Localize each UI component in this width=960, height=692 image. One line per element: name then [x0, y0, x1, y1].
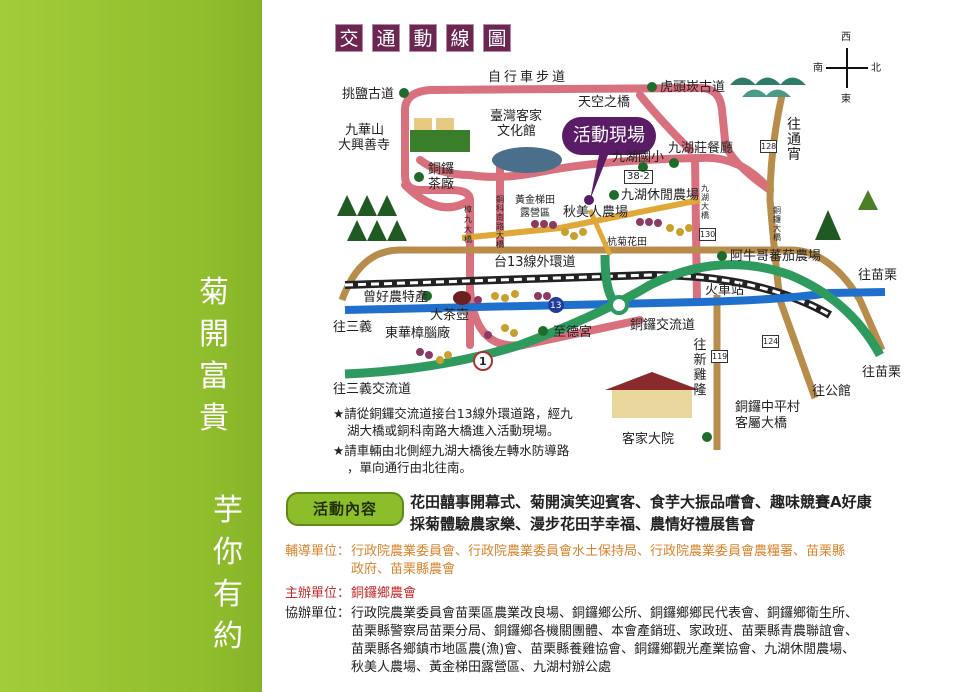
- note-line: ，單向通行由北往南。: [347, 460, 473, 475]
- label-tongluo-bridge: 銅鑼大橋: [773, 206, 781, 242]
- venue-marker[interactable]: 活動現場: [562, 117, 656, 155]
- label-to-sanyi-ic: 往三義交流道: [333, 382, 412, 397]
- route-1: 1: [479, 355, 487, 368]
- farm-road: [461, 197, 701, 241]
- route-130: 130: [699, 228, 717, 241]
- co-text: 行政院農業委員會苗栗區農業改良場、銅鑼鄉公所、銅鑼鄉鄉民代表會、銅鑼鄉衛生所、: [351, 606, 859, 621]
- slogan-line1: 菊開富貴: [199, 275, 229, 436]
- label-hakka-courtyard: 客家大院: [622, 432, 675, 447]
- label-sky-bridge: 天空之橋: [578, 95, 631, 110]
- label-jiuhu-restaurant: 九湖莊餐廳: [668, 141, 734, 156]
- interchange-icon: [609, 295, 629, 315]
- co-organizer-units: 協辦單位：行政院農業委員會苗栗區農業改良場、銅鑼鄉公所、銅鑼鄉鄉民代表會、銅鑼鄉…: [285, 605, 931, 677]
- poi-dot-icons: [399, 82, 727, 442]
- label-jiuhu-bridge: 九湖大橋: [701, 184, 709, 220]
- label-temple: 至德宮: [553, 325, 593, 340]
- label-zhongping: 銅鑼中平村: [735, 400, 801, 415]
- note-line: ★請車輛由北側經九湖大橋後左轉水防導路: [333, 443, 570, 458]
- route-128: 128: [760, 140, 778, 153]
- label-tomato-farm: 阿牛哥蕃茄農場: [730, 249, 822, 264]
- route-map: [337, 48, 886, 450]
- flower-field-icons: [416, 218, 693, 364]
- label-zhangjiu-bridge: 樟九大橋: [464, 205, 472, 244]
- label-tongke-bridge: 銅科南路大橋: [496, 195, 504, 249]
- label-tiaoyan: 挑鹽古道: [342, 87, 395, 102]
- advisor-text: 行政院農業委員會、行政院農業委員會水土保持局、行政院農業委員會農糧署、苗栗縣: [351, 544, 846, 559]
- advisor-text: 政府、苗栗縣農會: [351, 562, 456, 577]
- label-zhongping: 客屬大橋: [735, 416, 788, 431]
- label-tea-factory: 茶廠: [428, 177, 455, 192]
- label-to-miaoli-2: 往苗栗: [862, 365, 902, 380]
- label-jiuhu-farm: 九湖休閒農場: [621, 188, 700, 203]
- label-camphor: 東華樟腦廠: [385, 326, 451, 341]
- co-text: 苗栗縣各鄉鎮市地區農(漁)會、苗栗縣養雞協會、銅鑼鄉觀光產業協會、九湖休閒農場、: [351, 642, 856, 657]
- compass-south: 南: [813, 63, 823, 74]
- note-line: ★請從銅鑼交流道接台13線外環道路，經九: [333, 406, 573, 421]
- advisor-units: 輔導單位：行政院農業委員會、行政院農業委員會水土保持局、行政院農業委員會農糧署、…: [285, 543, 931, 579]
- label-teapot: 大茶壺: [430, 308, 470, 323]
- title-char: 動: [409, 24, 437, 52]
- activities-line: 採菊體驗農家樂、漫步花田芋幸福、農情好禮展售會: [410, 515, 756, 533]
- label-to-sanyi: 往三義: [333, 320, 373, 335]
- label-terrace-camp: 黃金梯田: [515, 195, 555, 206]
- route-119: 119: [711, 350, 729, 363]
- building-icons: [410, 118, 700, 418]
- compass-north: 北: [871, 63, 881, 74]
- advisor-label: 輔導單位：: [285, 544, 351, 559]
- title-char: 圖: [483, 24, 511, 52]
- county-roads: [338, 94, 886, 450]
- label-hutoukan: 虎頭崁古道: [660, 80, 726, 95]
- co-label: 協辦單位：: [285, 606, 351, 621]
- title-char: 交: [335, 24, 363, 52]
- side-panel: 菊開富貴 芋你有約: [0, 0, 262, 692]
- label-zenghao: 曾好農特產: [363, 290, 429, 305]
- title-char: 線: [446, 24, 474, 52]
- route-38-2: 38-2: [624, 170, 653, 184]
- local-roads: [401, 83, 774, 354]
- note-line: 湖大橋或銅科南路大橋進入活動現場。: [347, 423, 560, 438]
- activities-badge: 活動內容: [286, 492, 404, 526]
- label-bike-path: 自行車步道: [488, 70, 569, 85]
- compass-west: 西: [841, 32, 851, 43]
- label-to-tongxiao: 往通宵: [787, 117, 801, 163]
- co-text: 秋美人農場、黃金梯田露營區、九湖村辦公處: [351, 660, 612, 675]
- label-hakka-museum: 文化館: [497, 124, 537, 139]
- label-chrysanthemum: 杭菊花田: [607, 237, 647, 248]
- label-station: 火車站: [705, 283, 745, 298]
- route-124: 124: [762, 335, 780, 348]
- label-tongluo-ic: 銅鑼交流道: [630, 318, 696, 333]
- venue-pointer: [590, 150, 610, 200]
- route-1-icon: [473, 351, 493, 371]
- label-to-miaoli: 往苗栗: [858, 268, 898, 283]
- label-hakka-museum: 臺灣客家: [490, 109, 543, 124]
- slogan-line2: 芋你有約: [213, 493, 243, 654]
- tree-icons: [337, 190, 878, 241]
- co-text: 苗栗縣警察局苗栗分局、銅鑼鄉各機關團體、本會產銷班、家政班、苗栗縣青農聯誼會、: [351, 624, 859, 639]
- route-13: 13: [550, 301, 562, 311]
- label-jiuhuashan: 九華山: [345, 123, 385, 138]
- compass-east: 東: [841, 94, 851, 105]
- label-to-xinjilong: 往新雞隆: [693, 338, 707, 398]
- mountain-icons: [730, 77, 806, 97]
- label-tai13: 台13線外環道: [494, 255, 576, 270]
- label-jiuhuashan: 大興善寺: [338, 138, 391, 153]
- label-tea-factory: 銅鑼: [428, 162, 455, 177]
- organizer-label: 主辦單位：: [285, 586, 351, 601]
- compass-icon: [826, 48, 868, 88]
- organizer-text: 銅鑼鄉農會: [351, 586, 417, 601]
- label-jiuhu-school: 九湖國小: [612, 150, 665, 165]
- route-13-icon: [548, 297, 564, 313]
- label-terrace-camp: 露營區: [520, 208, 550, 219]
- activities-line: 花田囍事開幕式、菊開演笑迎賓客、食芋大振品嚐會、趣味競賽A好康: [410, 493, 872, 511]
- label-to-gongguan: 往公館: [812, 384, 852, 399]
- label-qiumeiren: 秋美人農場: [563, 205, 629, 220]
- organizer-unit: 主辦單位：銅鑼鄉農會: [285, 585, 931, 603]
- title-char: 通: [372, 24, 400, 52]
- farm-road: [587, 208, 613, 257]
